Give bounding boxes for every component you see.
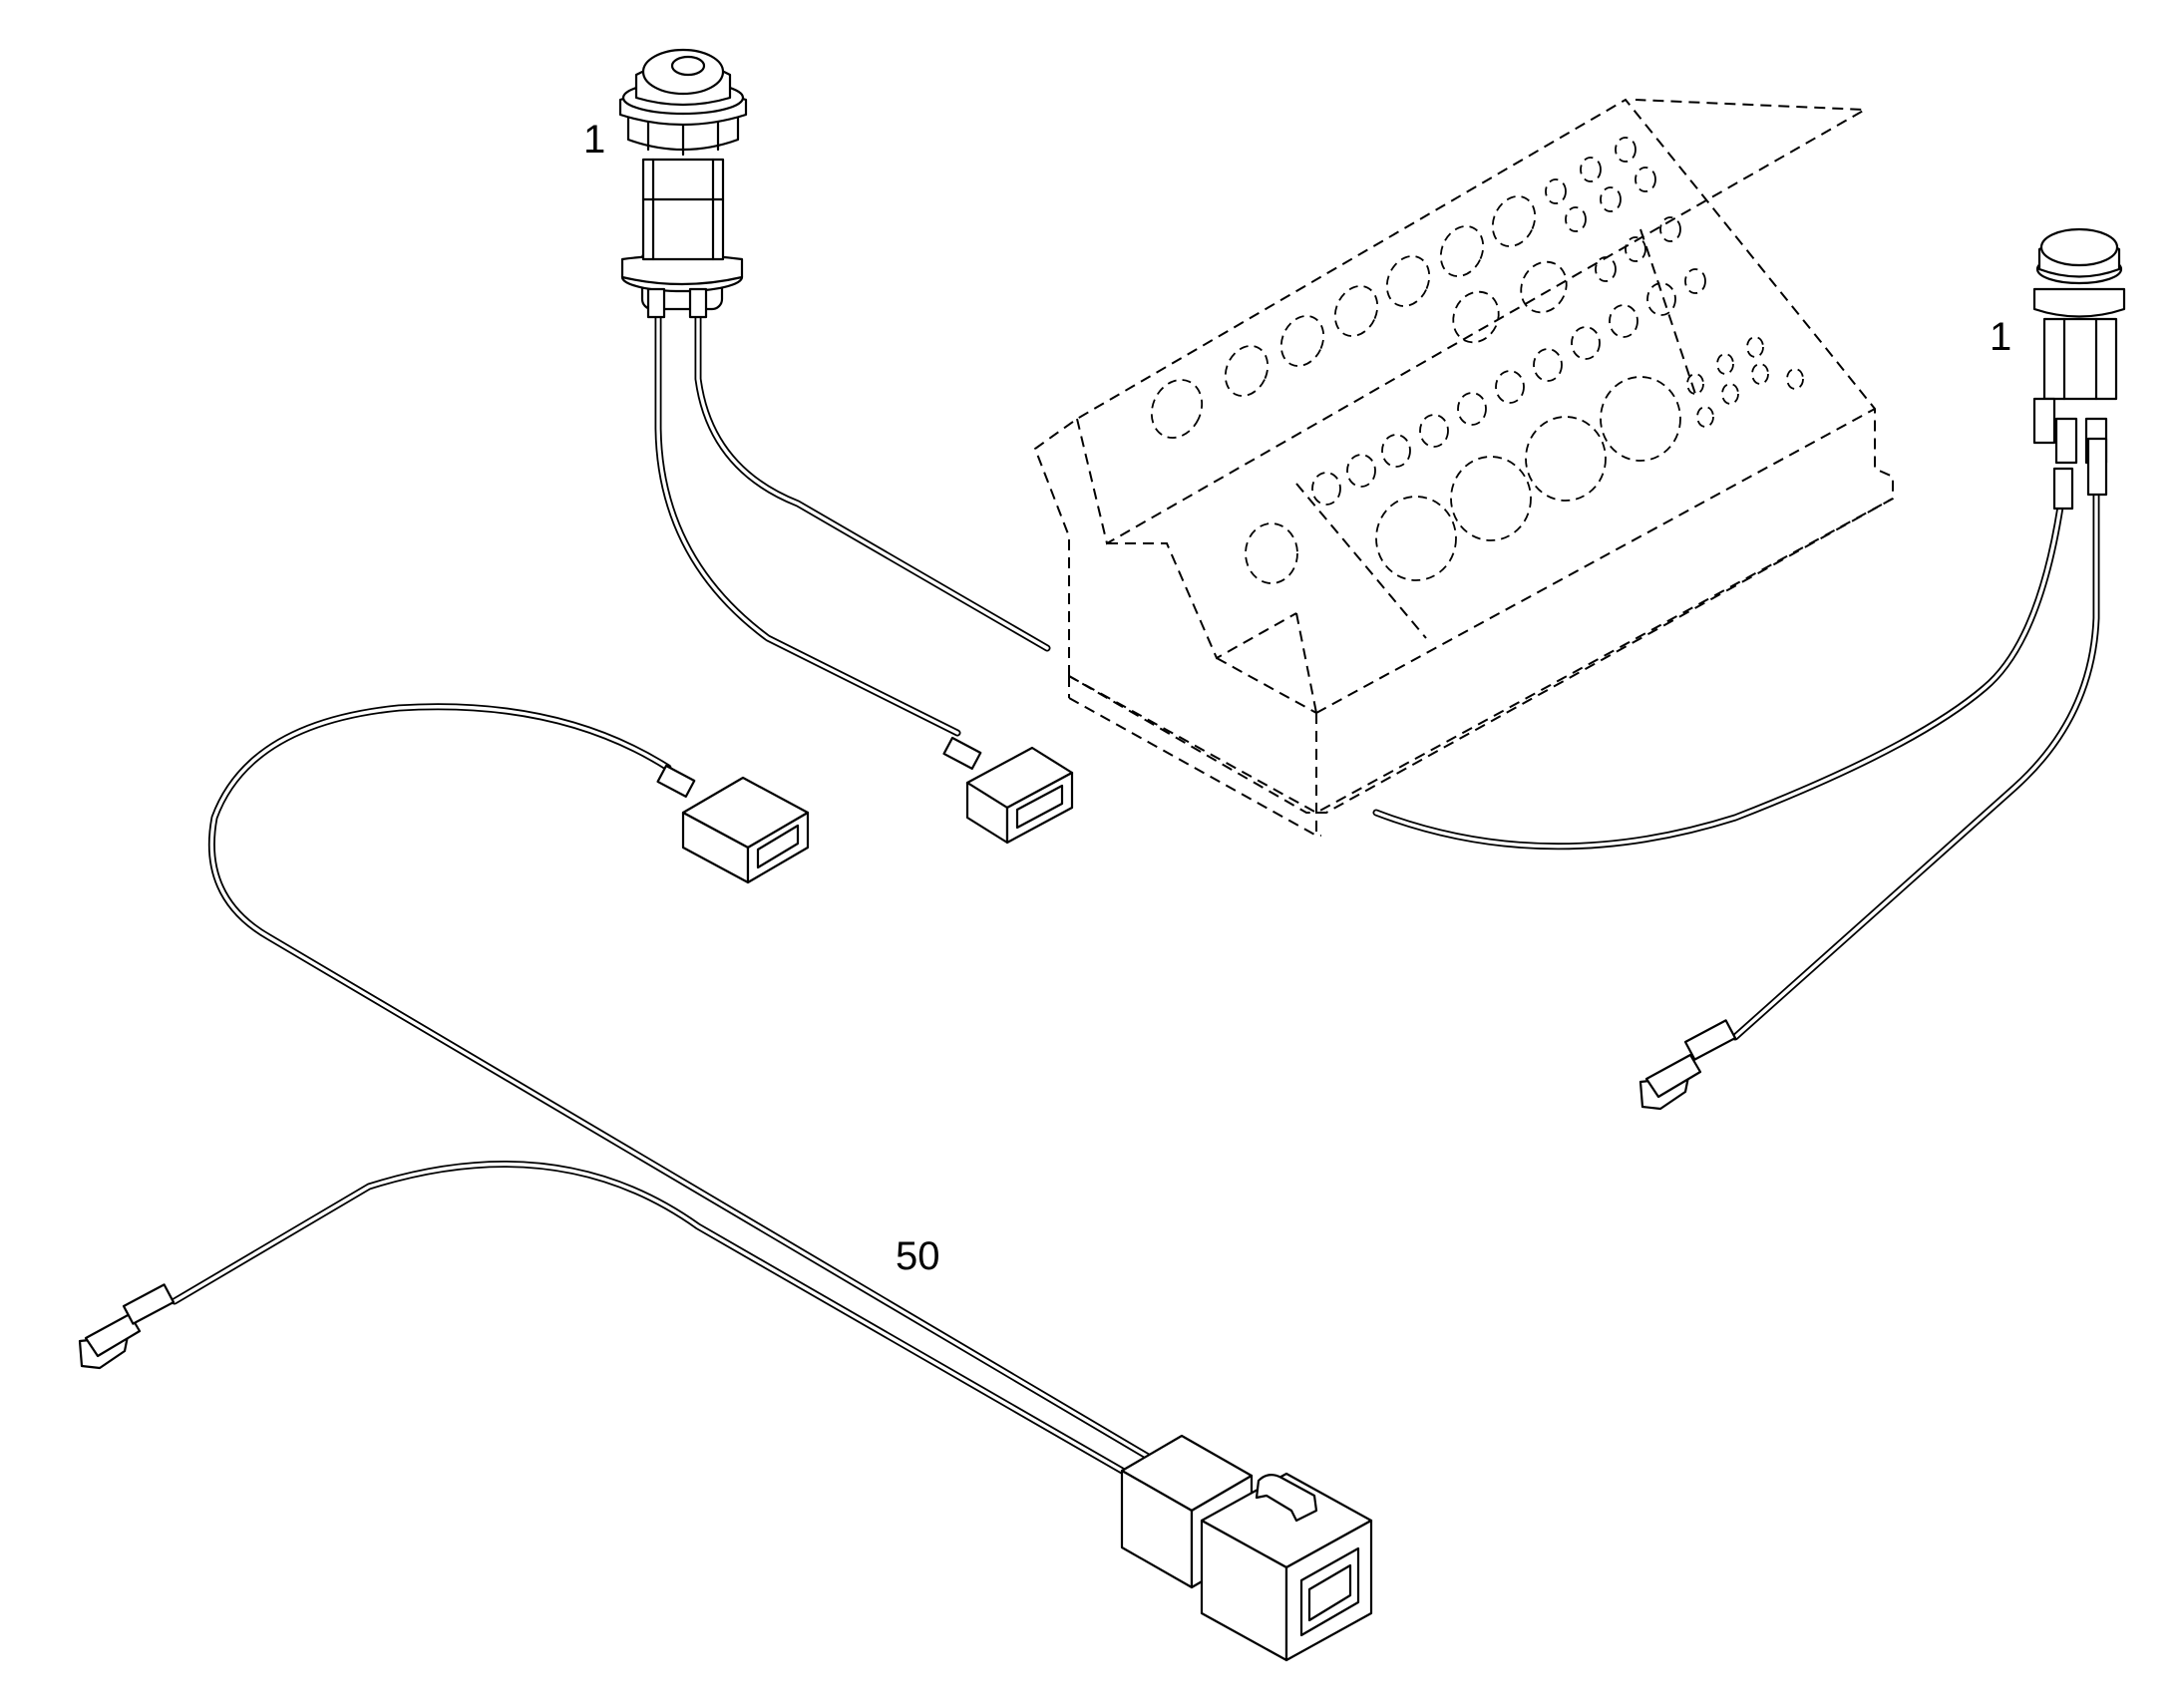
harness-main-connector bbox=[1120, 1434, 1373, 1662]
wires bbox=[171, 295, 2100, 1495]
indicator-lamp bbox=[2032, 227, 2126, 511]
flag-terminal-lamp bbox=[1638, 1019, 1737, 1111]
callout-indicator-lamp: 1 bbox=[1990, 315, 2012, 359]
callout-pushbutton-switch: 1 bbox=[583, 118, 606, 162]
small-connector-switch bbox=[942, 736, 1074, 845]
control-panel-phantom bbox=[1033, 98, 1894, 837]
flag-terminal-harness bbox=[78, 1283, 176, 1370]
pushbutton-switch bbox=[618, 48, 748, 319]
panel-holes bbox=[1150, 137, 1804, 584]
callout-wire-harness: 50 bbox=[896, 1234, 940, 1278]
small-connector-harness bbox=[656, 764, 810, 884]
